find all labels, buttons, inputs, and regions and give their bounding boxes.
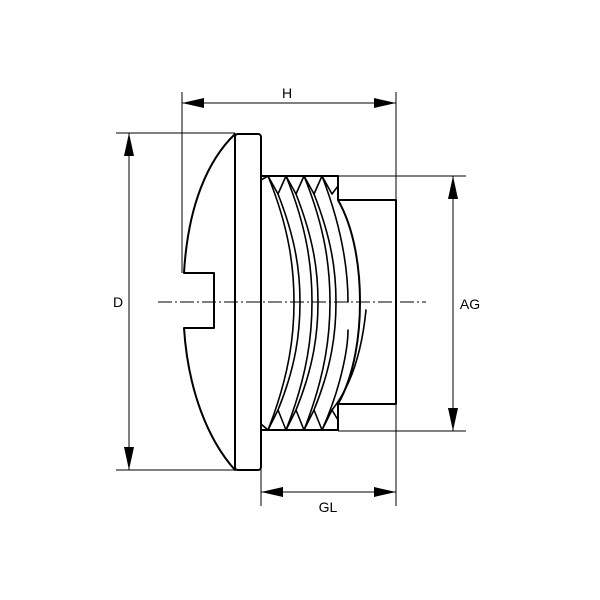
dimension-h-label: H [282, 85, 292, 101]
thread-runout [331, 309, 367, 411]
dimension-ag-label: AG [460, 296, 480, 312]
thread-envelope [260, 175, 361, 431]
threaded-shank [260, 175, 397, 431]
dimension-ag: AG [448, 176, 480, 431]
thread-flank-8 [321, 329, 349, 431]
dimension-gl: GL [261, 487, 396, 515]
thread-top-crests [260, 175, 339, 195]
thread-flank-7 [321, 175, 349, 303]
domed-head-profile [183, 133, 236, 471]
dimension-d-label: D [113, 294, 123, 310]
dimension-h: H [182, 85, 396, 108]
dimension-gl-label: GL [319, 499, 338, 515]
extension-lines [116, 92, 466, 506]
dimension-d: D [113, 133, 134, 470]
